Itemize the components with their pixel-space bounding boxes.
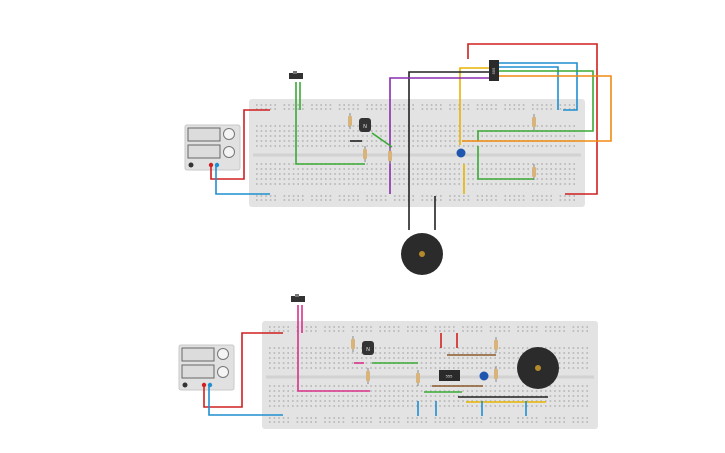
resistor[interactable] <box>532 164 536 180</box>
buzzer-center <box>535 365 541 371</box>
ic-555[interactable]: 555 <box>489 60 499 81</box>
power-button-icon[interactable] <box>188 162 194 168</box>
slide-switch-icon <box>289 73 303 79</box>
transistor-body <box>362 341 374 355</box>
resistor[interactable] <box>532 114 536 130</box>
resistor[interactable] <box>494 366 498 382</box>
slide-switch-knob[interactable] <box>293 71 297 74</box>
voltage-knob[interactable] <box>223 128 235 140</box>
current-knob[interactable] <box>223 146 235 158</box>
resistor[interactable] <box>348 113 352 129</box>
wire-blue-ic-b[interactable] <box>498 62 578 111</box>
wire-black-buzzer-a[interactable] <box>408 71 490 230</box>
breadboard[interactable] <box>249 99 585 207</box>
wire-blue-supply[interactable] <box>208 385 283 416</box>
slide-switch[interactable] <box>289 71 303 79</box>
wire-red-ic[interactable] <box>467 43 598 195</box>
current-display <box>187 144 221 159</box>
led-icon[interactable] <box>479 371 489 381</box>
wire-green-switch[interactable] <box>295 82 365 165</box>
resistor[interactable] <box>363 146 367 162</box>
transistor-label: N <box>366 347 370 353</box>
breadboard-body <box>249 99 585 207</box>
wire-green-ic[interactable] <box>477 70 594 141</box>
power-supply[interactable] <box>184 124 241 171</box>
power-supply[interactable] <box>178 344 235 391</box>
wire-yellow-ic[interactable] <box>459 67 490 145</box>
ic-label: 555 <box>491 67 496 74</box>
wire-green-transistor[interactable] <box>371 132 393 148</box>
resistors <box>348 113 536 180</box>
transistor[interactable]: N <box>359 118 371 132</box>
ic-555[interactable]: 555 <box>439 370 460 381</box>
voltage-display <box>181 347 215 362</box>
wire-red-supply[interactable] <box>203 332 283 408</box>
ic-label: 555 <box>446 374 453 379</box>
circuit-bottom: 555 N <box>178 294 598 429</box>
voltage-knob[interactable] <box>217 348 229 360</box>
circuit-top: 555 N <box>184 43 612 275</box>
transistor[interactable]: N <box>362 341 374 355</box>
ic-body <box>489 60 499 81</box>
current-knob[interactable] <box>217 366 229 378</box>
voltage-display <box>187 127 221 142</box>
piezo-buzzer[interactable] <box>401 233 443 275</box>
current-display <box>181 364 215 379</box>
slide-switch[interactable] <box>291 294 305 302</box>
wire-blue-supply[interactable] <box>215 165 270 195</box>
wire-pink-switch[interactable] <box>297 305 370 392</box>
ic-body <box>439 370 460 381</box>
transistor-label: N <box>363 124 367 130</box>
resistor[interactable] <box>388 148 392 164</box>
buzzer-center <box>419 251 425 257</box>
wires <box>210 43 612 230</box>
resistors <box>351 336 498 386</box>
slide-switch-icon <box>291 296 305 302</box>
slide-switch-knob[interactable] <box>295 294 299 297</box>
led-icon[interactable] <box>456 148 466 158</box>
wire-green-resistor[interactable] <box>477 146 534 180</box>
resistor[interactable] <box>366 368 370 384</box>
resistor[interactable] <box>494 337 498 353</box>
transistor-body <box>359 118 371 132</box>
wire-red-supply[interactable] <box>210 109 270 180</box>
resistor[interactable] <box>351 336 355 352</box>
piezo-buzzer[interactable] <box>517 347 559 389</box>
wire-orange-ic[interactable] <box>462 75 612 142</box>
wires <box>203 305 548 416</box>
resistor[interactable] <box>416 370 420 386</box>
wire-blue-ic-a[interactable] <box>498 66 559 110</box>
power-button-icon[interactable] <box>182 382 188 388</box>
